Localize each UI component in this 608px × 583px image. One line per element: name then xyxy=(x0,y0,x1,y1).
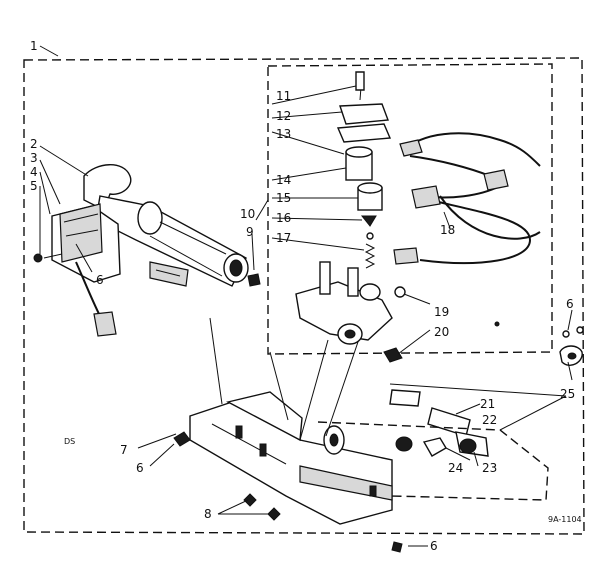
igniter-bracket xyxy=(33,203,121,337)
label-20: 20 xyxy=(434,325,449,339)
label-7: 7 xyxy=(120,443,128,457)
drawing-code: 9A-1104 xyxy=(548,515,582,524)
label-6-bottom: 6 xyxy=(430,539,438,553)
label-10: 10 xyxy=(240,207,255,221)
label-6-left-bracket: 6 xyxy=(96,273,104,287)
label-18: 18 xyxy=(440,223,455,237)
screw-6-left xyxy=(173,431,191,447)
ds-note: DS xyxy=(64,437,75,446)
label-11: 11 xyxy=(276,89,291,103)
label-6-left: 6 xyxy=(136,461,144,475)
label-21: 21 xyxy=(480,397,495,411)
mounting-bracket xyxy=(189,391,393,525)
igniter-parts xyxy=(389,389,489,457)
gas-valve-body xyxy=(295,261,393,345)
nut-9 xyxy=(247,273,261,287)
valve-subassembly-boundary xyxy=(267,63,553,355)
label-25: 25 xyxy=(560,387,575,401)
label-13: 13 xyxy=(276,127,291,141)
label-5: 5 xyxy=(30,179,38,193)
label-15: 15 xyxy=(276,191,291,205)
screw-19 xyxy=(394,286,406,298)
fitting-20 xyxy=(383,347,403,363)
assembly-boundary xyxy=(23,57,585,535)
label-16: 16 xyxy=(276,211,291,225)
clamp xyxy=(559,326,584,366)
label-2: 2 xyxy=(30,137,38,151)
label-22: 22 xyxy=(482,413,497,427)
screw-6-bottom xyxy=(391,541,403,553)
screws-8 xyxy=(243,493,281,521)
label-8: 8 xyxy=(204,507,212,521)
wire-harness xyxy=(393,132,541,265)
label-24: 24 xyxy=(448,461,463,475)
label-23: 23 xyxy=(482,461,497,475)
label-4: 4 xyxy=(30,165,38,179)
label-9: 9 xyxy=(246,225,254,239)
burner-bracket xyxy=(149,261,189,287)
valve-coils xyxy=(336,71,392,269)
label-19: 19 xyxy=(434,305,449,319)
label-6-right: 6 xyxy=(566,297,574,311)
label-12: 12 xyxy=(276,109,291,123)
label-1: 1 xyxy=(30,39,38,53)
label-17: 17 xyxy=(276,231,291,245)
label-3: 3 xyxy=(30,151,38,165)
label-14: 14 xyxy=(276,173,291,187)
